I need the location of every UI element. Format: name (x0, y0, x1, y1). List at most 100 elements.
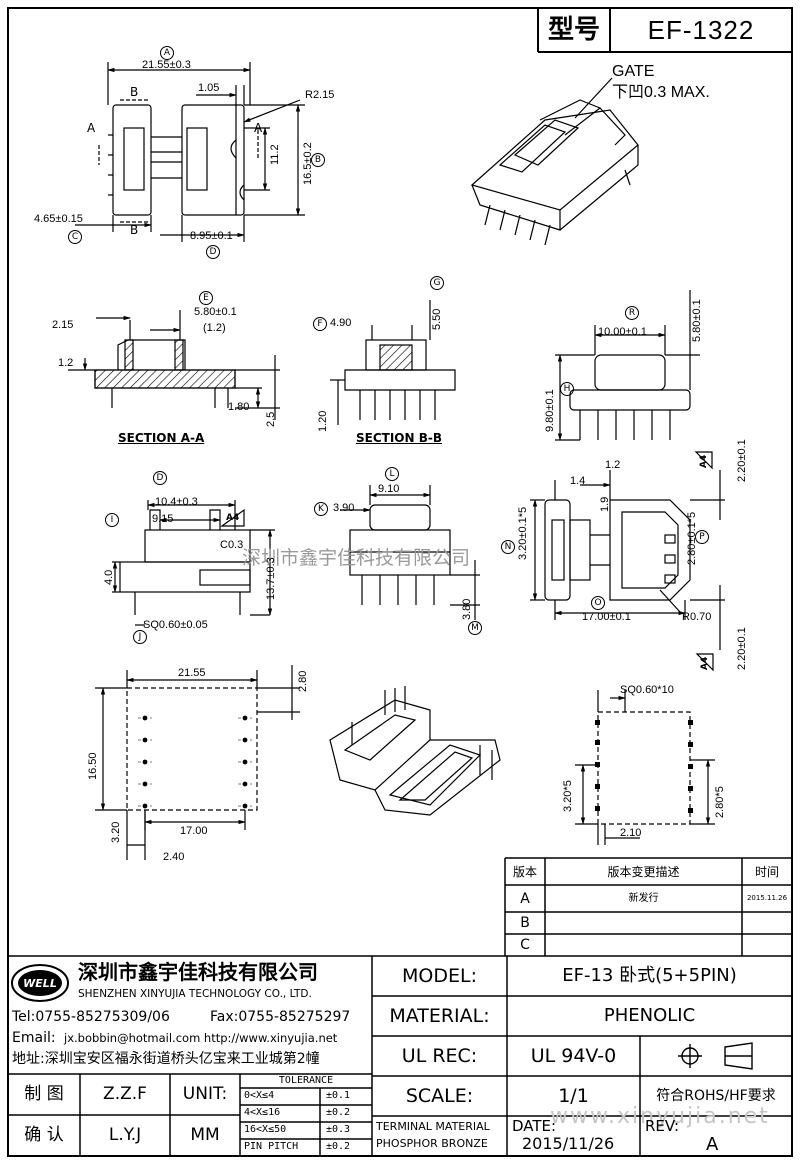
unit-value: MM (190, 1125, 220, 1145)
section-mark-b-bottom: B (130, 223, 139, 237)
ref-g: G (433, 277, 441, 288)
dim-1-80: 1.80 (228, 401, 250, 413)
dim-1-9: 1.9 (599, 496, 611, 512)
website-watermark: www.xinyujia.net (550, 1104, 770, 1129)
section-mark-b-top: B (130, 85, 139, 99)
a4-label-top-right: A4 (699, 454, 709, 468)
ref-k: K (318, 503, 324, 514)
company-name-en: SHENZHEN XINYUJIA TECHNOLOGY CO., LTD. (78, 988, 312, 1000)
section-a-a-caption: SECTION A-A (118, 431, 205, 445)
dim-sq-pin: SQ0.60±0.05 (143, 619, 208, 631)
iso-view-bottom (329, 686, 501, 816)
tol-value-3: ±0.3 (326, 1124, 351, 1135)
scale-value: 1/1 (558, 1084, 589, 1107)
ref-d-front: D (156, 472, 164, 483)
section-mark-a-right: A (254, 121, 263, 135)
dim-pcb-2-10: 2.10 (620, 827, 642, 839)
dim-10-4: 10.4±0.3 (155, 496, 198, 508)
front-view (112, 500, 275, 626)
dim-4-90: 4.90 (330, 317, 352, 329)
dim-11-2: 11.2 (269, 144, 281, 165)
company-tel: Tel:0755-85275309/06 (12, 1009, 170, 1025)
dim-1-05: 1.05 (198, 82, 220, 94)
dim-4-65: 4.65±0.15 (34, 213, 83, 225)
drawn-label: 制 图 (24, 1084, 64, 1104)
dim-pcb-3-20: 3.20 (110, 821, 122, 843)
rear-view (340, 485, 480, 620)
rev-row-a-ver: A (520, 890, 530, 907)
checked-by: L.Y.J (108, 1125, 142, 1145)
rev-header-ver: 版本 (512, 864, 537, 879)
dim-2-20-bottom: 2.20±0.1 (736, 627, 748, 670)
check-label: 确 认 (24, 1125, 64, 1145)
ul-rec-label: UL REC: (401, 1044, 478, 1067)
tolerance-title: TOLERANCE (278, 1075, 334, 1086)
ref-m: M (471, 622, 479, 633)
ref-j: J (138, 631, 142, 642)
dim-pcb-2-80x5: 2.80*5 (714, 786, 726, 818)
dim-pcb-width: 21.55 (178, 667, 206, 679)
tol-value-4: ±0.2 (326, 1141, 351, 1152)
dim-9-10: 9.10 (378, 483, 400, 495)
gate-depth-note: 下凹0.3 MAX. (612, 84, 710, 101)
ref-l: L (389, 468, 395, 479)
company-email-label: Email: (12, 1030, 56, 1046)
ref-f: F (317, 318, 323, 329)
pcb-layout-right (575, 690, 715, 845)
dim-1-2-right: 1.2 (605, 459, 621, 471)
dim-c0-3: C0.3 (220, 539, 244, 551)
ref-h: H (563, 383, 571, 394)
dim-sq-pads: SQ0.60*10 (620, 684, 674, 696)
unit-label: UNIT: (182, 1084, 228, 1104)
dim-5-50: 5.50 (431, 308, 443, 330)
type-label: 型号 (547, 15, 600, 45)
dim-2-5: 2.5 (265, 411, 277, 427)
rev-row-a-desc: 新发行 (628, 892, 659, 904)
a4-triangles (220, 451, 714, 672)
section-a-a (68, 310, 280, 420)
ul-rec-value: UL 94V-0 (530, 1044, 617, 1067)
ref-c: C (71, 231, 79, 242)
company-name-cn: 深圳市鑫宇佳科技有限公司 (78, 960, 318, 984)
a4-label-front: A4 (226, 513, 240, 523)
dim-8-95: 8.95±0.1 (190, 230, 233, 242)
material-label: MATERIAL: (389, 1004, 490, 1027)
ref-o: O (594, 597, 602, 608)
dim-pcb-height: 16.50 (87, 752, 99, 780)
dim-5-80-side: 5.80±0.1 (691, 299, 703, 342)
dim-1-20: 1.20 (317, 410, 329, 432)
ref-r: R (628, 307, 636, 318)
ref-i: I (110, 514, 114, 525)
rev-label: REV: (645, 1117, 679, 1135)
a4-label-bottom-right: A4 (700, 656, 710, 670)
ref-a: A (163, 47, 171, 58)
rev-row-c-date (742, 934, 792, 956)
dim-17-00: 17.00±0.1 (582, 611, 631, 623)
part-number-box (537, 8, 792, 53)
ref-e: E (203, 292, 209, 303)
ref-p: P (699, 531, 705, 542)
pcb-layout-left (95, 665, 300, 860)
dim-2-15: 2.15 (52, 319, 74, 331)
dim-width-overall: 21.55±0.3 (142, 59, 191, 71)
rev-row-a-date: 2015.11.26 (746, 894, 788, 902)
dim-3-80: 3.80 (461, 598, 473, 620)
drawn-by: Z.Z.F (103, 1084, 147, 1104)
title-block-grid (8, 857, 792, 1156)
tol-range-3: 16<X≤50 (244, 1124, 287, 1135)
rev-value: A (706, 1134, 719, 1155)
pcb-holes-left (142, 715, 248, 809)
dim-1-4: 1.4 (570, 475, 586, 487)
dim-pcb-2-40: 2.40 (163, 851, 185, 863)
iso-view-top (470, 77, 639, 246)
section-b-b (330, 300, 456, 425)
logo-text: WELL (23, 976, 57, 990)
circled-letter-rings (68, 46, 709, 644)
side-view-r (555, 290, 700, 441)
top-view (75, 62, 305, 242)
dim-10-00: 10.00±0.1 (598, 326, 647, 338)
company-email: jx.bobbin@hotmail.com http://www.xinyuji… (64, 1031, 338, 1045)
company-fax: Fax:0755-85275297 (210, 1009, 351, 1025)
rev-row-b-date (742, 912, 792, 934)
